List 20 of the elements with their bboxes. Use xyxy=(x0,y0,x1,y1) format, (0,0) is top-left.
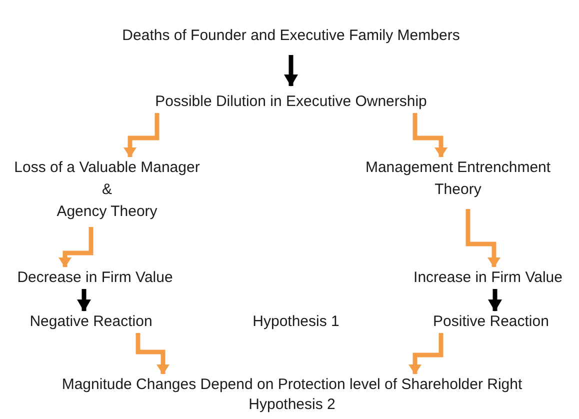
annotation-text: Hypothesis 2 xyxy=(248,395,336,415)
flow-step-text: Deaths of Founder and Executive Family Members xyxy=(120,25,462,55)
down-arrow xyxy=(284,55,298,86)
annotation-text: Hypothesis 1 xyxy=(252,312,340,332)
flow-step-text: Magnitude Changes Depend on Protection level of Shareholder Right xyxy=(60,374,524,396)
elbow-arrow xyxy=(408,333,444,374)
elbow-arrow xyxy=(136,333,170,374)
down-arrow xyxy=(77,289,91,312)
elbow-arrow xyxy=(124,113,160,158)
flow-step-text: Decrease in Firm Value xyxy=(15,267,175,289)
flow-step-text: Increase in Firm Value xyxy=(412,267,564,289)
flow-step-text: Management Entrenchment Theory xyxy=(363,157,553,209)
flow-step-text: Negative Reaction xyxy=(28,311,154,333)
flow-step-text: Loss of a Valuable Manager & Agency Theory xyxy=(12,157,202,227)
elbow-arrow xyxy=(412,113,448,158)
down-arrow xyxy=(488,289,502,312)
flow-step-text: Positive Reaction xyxy=(431,311,551,333)
elbow-arrow xyxy=(58,227,94,268)
flow-step-text: Possible Dilution in Executive Ownership xyxy=(153,86,429,113)
elbow-arrow xyxy=(466,209,500,268)
